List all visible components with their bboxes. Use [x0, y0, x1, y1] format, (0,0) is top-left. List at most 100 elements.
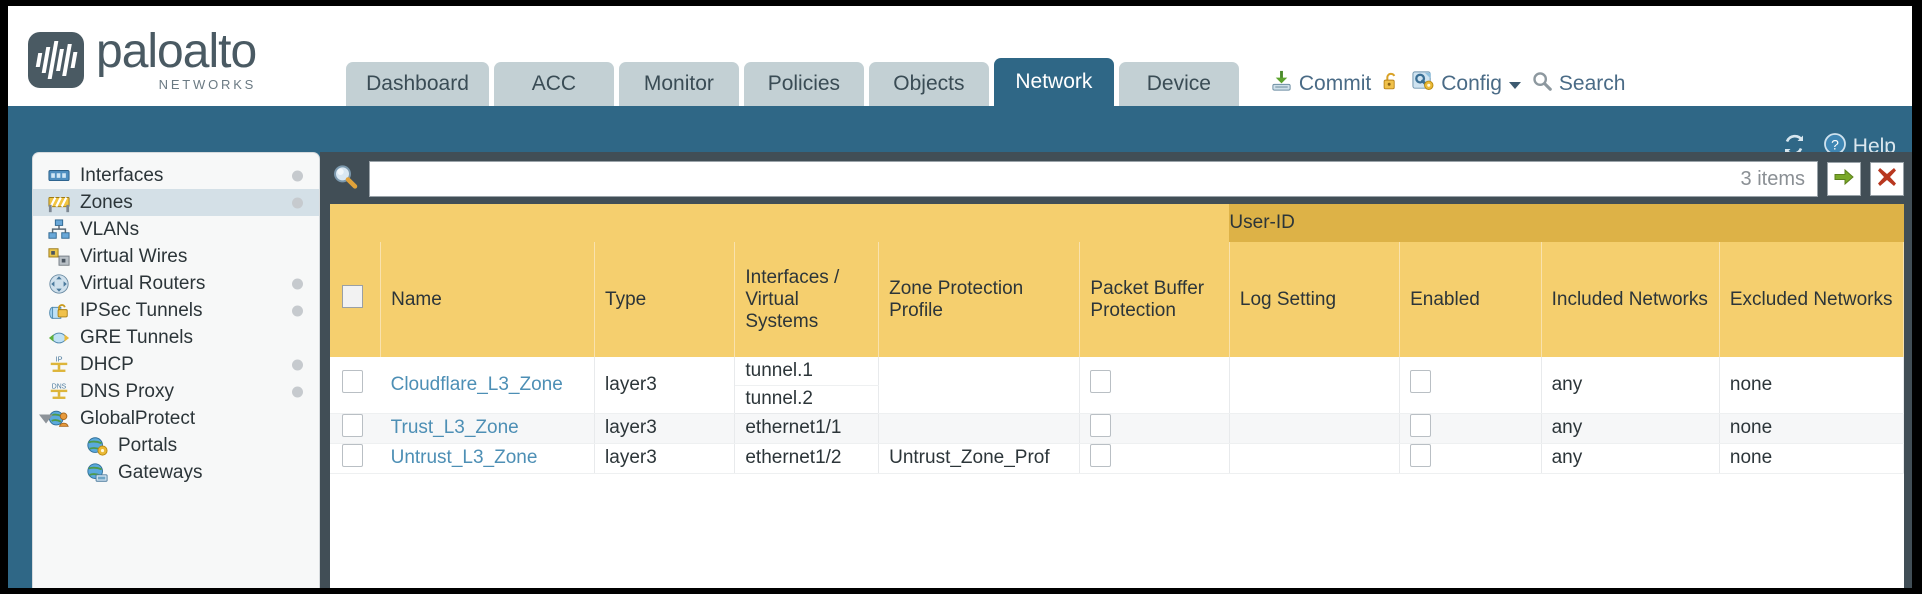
sidebar-item-label: Interfaces — [80, 164, 164, 186]
commit-button[interactable]: Commit — [1270, 69, 1371, 98]
cell-type: layer3 — [594, 443, 736, 474]
col-header-log-setting[interactable]: Log Setting — [1229, 242, 1401, 357]
row-checkbox[interactable] — [342, 443, 363, 467]
padlock-icon[interactable] — [1380, 70, 1402, 98]
sidebar-item-globalprotect[interactable]: GlobalProtect — [33, 405, 319, 432]
tab-policies[interactable]: Policies — [743, 62, 864, 106]
cell-excluded-networks: none — [1719, 357, 1904, 414]
packet-buffer-protection-checkbox[interactable] — [1090, 370, 1112, 394]
cell-name: Trust_L3_Zone — [380, 413, 596, 444]
svg-text:IP: IP — [56, 354, 63, 363]
commit-icon — [1270, 69, 1293, 98]
brand-logo: paloalto NETWORKS — [28, 25, 257, 92]
cell-log-setting — [1229, 413, 1401, 444]
userid-enabled-checkbox[interactable] — [1410, 370, 1432, 394]
tab-acc[interactable]: ACC — [493, 62, 614, 106]
sidebar-item-label: Zones — [80, 191, 133, 213]
sidebar-item-dns-proxy[interactable]: DNS DNS Proxy — [33, 378, 319, 405]
portals-icon — [85, 435, 109, 457]
dns-proxy-icon: DNS — [47, 381, 71, 403]
zone-name-link[interactable]: Cloudflare_L3_Zone — [390, 373, 563, 395]
cell-userid-enabled — [1399, 443, 1542, 474]
sidebar-item-virtual-wires[interactable]: Virtual Wires — [33, 243, 319, 270]
sidebar-item-label: Virtual Wires — [80, 245, 188, 267]
tab-objects[interactable]: Objects — [868, 62, 989, 106]
select-all-header — [330, 242, 382, 357]
sidebar-item-indicator-dot — [292, 197, 303, 208]
sidebar-item-virtual-routers[interactable]: Virtual Routers — [33, 270, 319, 297]
sidebar-item-gateways[interactable]: Gateways — [33, 459, 319, 486]
sidebar-item-label: GRE Tunnels — [80, 326, 193, 348]
col-header-packet-buffer-protection[interactable]: Packet Buffer Protection — [1079, 242, 1230, 357]
cell-type: layer3 — [594, 413, 736, 444]
packet-buffer-protection-checkbox[interactable] — [1090, 413, 1112, 437]
search-button[interactable]: Search — [1531, 70, 1625, 98]
cell-included-networks: any — [1541, 413, 1720, 444]
sidebar-item-label: Gateways — [118, 461, 203, 483]
search-icon[interactable] — [330, 162, 360, 197]
cell-name: Cloudflare_L3_Zone — [380, 357, 596, 414]
virtual-wires-icon — [47, 246, 71, 268]
apply-filter-button[interactable] — [1827, 162, 1861, 196]
col-header-name[interactable]: Name — [380, 242, 596, 357]
chevron-down-icon[interactable] — [39, 414, 53, 423]
row-checkbox[interactable] — [342, 370, 363, 394]
tab-device[interactable]: Device — [1118, 62, 1239, 106]
sidebar-item-label: IPSec Tunnels — [80, 299, 203, 321]
gateways-icon — [85, 462, 109, 484]
sidebar-item-indicator-dot — [292, 359, 303, 370]
table-head: User-ID Name Type Interfaces / Virtual S… — [330, 204, 1904, 357]
brand-tagline: NETWORKS — [158, 77, 257, 92]
select-all-checkbox[interactable] — [342, 285, 363, 308]
cell-zone-protection-profile: Untrust_Zone_Prof — [878, 443, 1081, 474]
brand-name: paloalto — [96, 25, 257, 78]
col-header-zone-protection-profile[interactable]: Zone Protection Profile — [878, 242, 1081, 357]
userid-enabled-checkbox[interactable] — [1410, 413, 1432, 437]
sidebar-item-gre-tunnels[interactable]: GRE Tunnels — [33, 324, 319, 351]
sidebar-item-dhcp[interactable]: IP DHCP — [33, 351, 319, 378]
sidebar-item-label: Virtual Routers — [80, 272, 206, 294]
cell-interface: tunnel.1 — [734, 357, 880, 386]
sidebar-item-portals[interactable]: Portals — [33, 432, 319, 459]
sidebar-item-ipsec-tunnels[interactable]: IPSec Tunnels — [33, 297, 319, 324]
packet-buffer-protection-checkbox[interactable] — [1090, 443, 1112, 467]
config-menu[interactable]: Config — [1411, 69, 1522, 98]
tab-dashboard[interactable]: Dashboard — [346, 62, 489, 106]
tab-monitor[interactable]: Monitor — [618, 62, 739, 106]
userid-group-header: User-ID — [1229, 204, 1904, 242]
clear-filter-button[interactable] — [1870, 162, 1904, 196]
config-icon — [1411, 69, 1435, 98]
svg-text:?: ? — [1831, 137, 1839, 153]
col-header-included-networks[interactable]: Included Networks — [1541, 242, 1720, 357]
sidebar-item-indicator-dot — [292, 170, 303, 181]
col-header-enabled[interactable]: Enabled — [1399, 242, 1542, 357]
col-header-excluded-networks[interactable]: Excluded Networks — [1719, 242, 1904, 357]
sidebar-item-zones[interactable]: Zones — [33, 189, 319, 216]
top-right-actions: Commit — [1270, 69, 1625, 98]
zones-icon — [47, 192, 71, 214]
sidebar-item-interfaces[interactable]: Interfaces — [33, 162, 319, 189]
userid-enabled-checkbox[interactable] — [1410, 443, 1432, 467]
zone-name-link[interactable]: Trust_L3_Zone — [390, 417, 519, 438]
search-input[interactable]: 3 items — [369, 161, 1818, 197]
dhcp-icon: IP — [47, 354, 71, 376]
row-checkbox[interactable] — [342, 413, 363, 437]
virtual-routers-icon — [47, 273, 71, 295]
cell-included-networks: any — [1541, 357, 1720, 414]
tab-network[interactable]: Network — [993, 58, 1114, 106]
search-icon — [1531, 70, 1553, 98]
sidebar-item-vlans[interactable]: VLANs — [33, 216, 319, 243]
sidebar-item-label: DNS Proxy — [80, 380, 174, 402]
sidebar-item-label: DHCP — [80, 353, 134, 375]
col-header-type[interactable]: Type — [594, 242, 736, 357]
zone-name-link[interactable]: Untrust_L3_Zone — [390, 447, 538, 468]
col-header-interfaces[interactable]: Interfaces / Virtual Systems — [734, 242, 880, 357]
interfaces-icon — [47, 165, 71, 187]
